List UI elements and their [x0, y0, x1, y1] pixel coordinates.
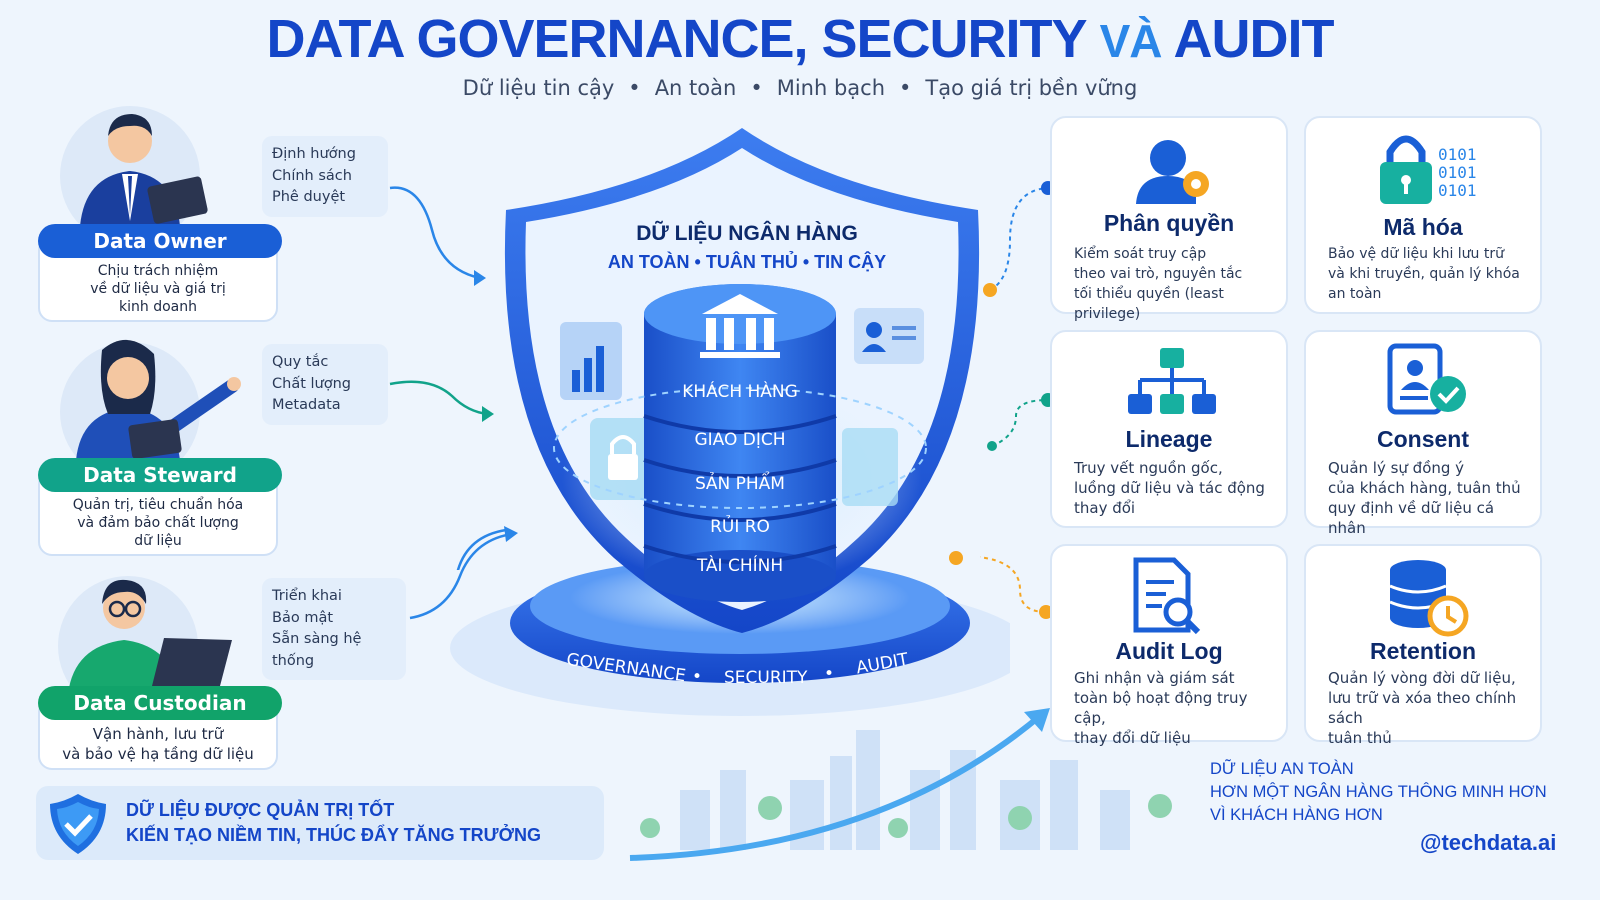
title-connector: VÀ	[1099, 15, 1163, 67]
brand-handle: @techdata.ai	[1420, 830, 1557, 855]
role-description: Quản trị, tiêu chuẩn hóa và đảm bảo chất…	[72, 497, 244, 549]
feature-card-access-control: Phân quyền Kiểm soát truy cập theo vai t…	[1050, 116, 1288, 322]
role-bubble-data-owner: Định hướng Chính sách Phê duyệt	[262, 136, 388, 217]
arrow-owner	[389, 186, 481, 280]
role-name: Data Owner	[38, 224, 282, 258]
shield-tagline: AN TOÀN • TUÂN THỦ • TIN CẬY	[607, 252, 887, 272]
database-clock-icon	[1389, 560, 1469, 637]
feature-card-lineage: Lineage Truy vết nguồn gốc, luồng dữ liệ…	[1050, 330, 1288, 528]
bank-data-shield	[450, 128, 1010, 716]
bank-icon	[700, 294, 780, 358]
db-layer-transactions: GIAO DỊCH	[694, 430, 786, 450]
user-gear-icon	[1136, 140, 1209, 204]
role-connector-arrows	[389, 186, 507, 570]
role-name: Data Custodian	[38, 686, 282, 720]
binary-text: 0101 0101 0101	[1438, 145, 1477, 200]
role-bubble-data-steward: Quy tắc Chất lượng Metadata	[262, 344, 388, 425]
bottom-banner: DỮ LIỆU ĐƯỢC QUẢN TRỊ TỐT KIẾN TẠO NIỀM …	[36, 786, 604, 860]
page-title: DATA GOVERNANCE, SECURITY VÀ AUDIT	[266, 9, 1335, 69]
arrow-steward	[389, 380, 489, 416]
shield-check-icon	[50, 794, 106, 854]
document-card-icon	[842, 428, 898, 506]
shield-heading: DỮ LIỆU NGÂN HÀNG	[636, 222, 858, 245]
role-card-data-owner: Data Owner Chịu trách nhiệm về dữ liệu v…	[38, 224, 282, 322]
role-card-data-steward: Data Steward Quản trị, tiêu chuẩn hóa và…	[38, 458, 282, 556]
feature-card-retention: Retention Quản lý vòng đời dữ liệu, lưu …	[1304, 544, 1542, 747]
feature-card-encryption: 0101 0101 0101 Mã hóa Bảo vệ dữ liệu khi…	[1304, 116, 1542, 314]
data-owner-person-icon	[60, 106, 208, 226]
arrow-custodian	[456, 528, 507, 570]
feature-card-consent: Consent Quản lý sự đồng ý của khách hàng…	[1304, 330, 1542, 537]
profile-check-icon	[1387, 343, 1466, 415]
hierarchy-icon	[1128, 348, 1216, 414]
db-layer-customers: KHÁCH HÀNG	[682, 382, 798, 402]
custodian-arrow	[409, 526, 518, 620]
role-description: Chịu trách nhiệm về dữ liệu và giá trị k…	[90, 263, 226, 315]
role-card-data-custodian: Data Custodian Vận hành, lưu trữ và bảo …	[38, 686, 282, 770]
db-layer-finance: TÀI CHÍNH	[696, 556, 784, 576]
growth-arrow-icon	[1024, 708, 1050, 732]
feature-card-audit-log: Audit Log Ghi nhận và giám sát toàn bộ h…	[1050, 544, 1288, 747]
db-layer-products: SẢN PHẨM	[695, 474, 785, 494]
role-bubble-data-custodian: Triển khai Bảo mật Sẵn sàng hệ thống	[262, 578, 406, 680]
role-name: Data Steward	[38, 458, 282, 492]
db-layer-risk: RỦI RO	[710, 517, 770, 537]
data-custodian-person-icon	[58, 576, 232, 694]
lock-binary-icon	[1380, 135, 1432, 204]
feature-connectors	[980, 181, 1055, 619]
data-steward-person-icon	[60, 339, 241, 460]
city-skyline-illustration	[629, 708, 1172, 861]
document-search-icon	[1133, 557, 1201, 635]
subtitle: Dữ liệu tin cậy•An toàn•Minh bạch•Tạo gi…	[462, 76, 1138, 100]
base-text-security: SECURITY	[724, 668, 808, 688]
slogan-text: DỮ LIỆU AN TOÀN HƠN MỘT NGÂN HÀNG THÔNG …	[1210, 760, 1547, 824]
role-description: Vận hành, lưu trữ và bảo vệ hạ tầng dữ l…	[62, 725, 254, 763]
